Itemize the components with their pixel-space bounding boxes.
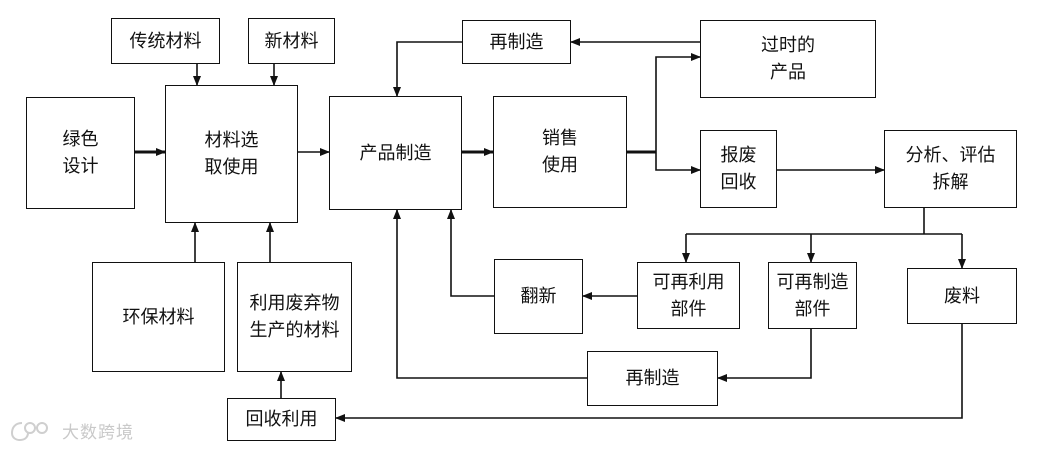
label-sales-use: 销售 使用: [542, 128, 578, 176]
label-green-design: 绿色 设计: [62, 129, 99, 177]
label-scrap-recycling: 报废 回收: [720, 145, 757, 193]
label-recycling-use: 回收利用: [245, 409, 318, 430]
label-material-selection: 材料选 取使用: [204, 130, 259, 178]
box-remanufacture-top: 再制造: [462, 20, 571, 64]
arrow-waste-to-recycling: [335, 324, 963, 422]
label-new-materials: 新材料: [264, 30, 319, 52]
label-eco-materials: 环保材料: [122, 306, 195, 328]
label-analysis-disassembly: 分析、评估 拆解: [905, 145, 996, 193]
box-green-design: 绿色 设计: [26, 97, 135, 209]
box-waste-derived-materials: 利用废弃物 生产的材料: [237, 262, 352, 372]
box-analysis-disassembly: 分析、评估 拆解: [884, 130, 1017, 208]
label-waste-derived-materials: 利用废弃物 生产的材料: [249, 293, 340, 341]
box-material-selection: 材料选 取使用: [165, 85, 298, 223]
box-waste-material: 废料: [907, 268, 1017, 324]
label-remanufacture-top: 再制造: [489, 31, 544, 53]
label-traditional-materials: 传统材料: [129, 30, 202, 52]
watermark: 大数跨境: [8, 418, 134, 443]
label-reusable-parts: 可再利用 部件: [652, 271, 725, 320]
arrow-remanufacture-to-manufacturing: [393, 41, 462, 97]
box-obsolete-products: 过时的 产品: [700, 20, 876, 98]
watermark-logo-icon: [10, 421, 48, 441]
box-eco-materials: 环保材料: [92, 262, 225, 372]
box-new-materials: 新材料: [248, 18, 335, 64]
box-remanufacture-bottom: 再制造: [587, 351, 718, 406]
label-waste-material: 废料: [944, 285, 980, 307]
label-remanufacture-bottom: 再制造: [625, 368, 680, 389]
label-remanufacturable-parts: 可再制造 部件: [776, 271, 849, 320]
arrow-remanufacturable-to-remanufacture: [717, 329, 812, 382]
box-remanufacturable-parts: 可再制造 部件: [768, 262, 857, 329]
box-traditional-materials: 传统材料: [111, 18, 220, 64]
box-manufacturing: 产品制造: [329, 96, 462, 210]
box-sales-use: 销售 使用: [493, 96, 627, 208]
label-obsolete-products: 过时的 产品: [761, 35, 815, 83]
box-reusable-parts: 可再利用 部件: [637, 262, 740, 329]
watermark-text: 大数跨境: [62, 423, 134, 443]
arrow-refurbish-to-manufacturing: [447, 209, 494, 297]
label-manufacturing: 产品制造: [359, 142, 432, 164]
box-scrap-recycling: 报废 回收: [700, 130, 777, 208]
arrow-sales-to-scrap: [655, 152, 701, 174]
box-refurbish: 翻新: [494, 259, 583, 334]
box-recycling-use: 回收利用: [227, 398, 336, 441]
label-refurbish: 翻新: [520, 286, 557, 307]
arrow-sales-to-obsolete: [655, 53, 701, 152]
arrow-remanufacture-to-manufacturing-bottom: [393, 209, 587, 379]
